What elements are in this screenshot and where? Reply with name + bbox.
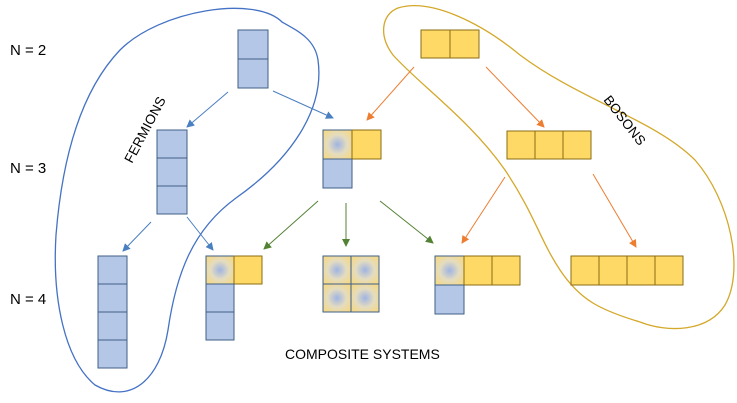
fermions-region-outline bbox=[54, 7, 320, 393]
young-diagram-n4-boson bbox=[570, 255, 684, 286]
row-label-n3: N = 3 bbox=[10, 160, 46, 177]
arrow-n3fermion-to-n4fermion bbox=[122, 221, 152, 252]
arrow-n3boson-to-n4boson bbox=[592, 173, 637, 248]
arrow-n3boson-to-n4mixed bbox=[461, 176, 506, 244]
young-diagram-n4-fermion bbox=[97, 255, 128, 369]
arrow-n2fermion-to-n3fermion bbox=[186, 91, 229, 128]
young-diagram-n2-fermion bbox=[237, 29, 269, 89]
bosons-region-outline bbox=[383, 5, 735, 330]
row-label-n2: N = 2 bbox=[10, 42, 46, 59]
bosons-label: BOSONS bbox=[601, 93, 649, 149]
arrow-n3fermion-to-n4mixed bbox=[186, 216, 214, 251]
arrow-n3mixed-to-n4mixed-right bbox=[379, 200, 434, 244]
young-diagram-n4-square bbox=[322, 255, 380, 313]
young-diagram-n2-boson bbox=[420, 29, 480, 59]
young-diagram-n4-mixed-left bbox=[205, 255, 263, 341]
arrow-n3mixed-to-n4mixed-left bbox=[263, 200, 319, 250]
arrow-n2fermion-to-n3mixed bbox=[272, 90, 334, 119]
composite-systems-label: COMPOSITE SYSTEMS bbox=[285, 346, 440, 362]
arrow-n2boson-to-n3mixed bbox=[366, 66, 415, 121]
row-label-n4: N = 4 bbox=[10, 291, 46, 308]
arrow-n2boson-to-n3boson bbox=[485, 66, 545, 128]
young-diagram-n3-mixed bbox=[322, 129, 382, 189]
young-diagram-n3-fermion bbox=[156, 129, 188, 215]
young-diagram-n3-boson bbox=[506, 130, 592, 160]
young-diagram-n4-mixed-right bbox=[434, 255, 521, 315]
